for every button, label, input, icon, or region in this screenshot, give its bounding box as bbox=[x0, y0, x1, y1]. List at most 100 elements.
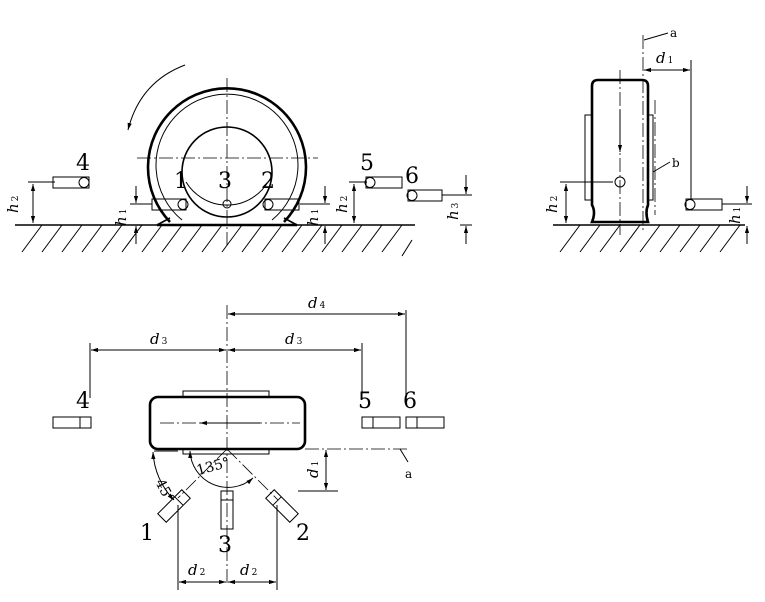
label-a-side: a bbox=[670, 26, 677, 40]
dim-d1-top-sub: 1 bbox=[311, 461, 321, 467]
dim-d2-left-sub: 2 bbox=[200, 568, 206, 578]
label-point-4-front: 4 bbox=[76, 151, 90, 176]
angle-label-135: 135° bbox=[195, 455, 232, 479]
svg-text:d2: d2 bbox=[188, 561, 205, 579]
dim-h2-left-sub: 2 bbox=[11, 196, 21, 202]
leader-b bbox=[652, 161, 671, 173]
dim-d3-left-sub: 3 bbox=[162, 337, 168, 347]
dim-h1-side-sub: 1 bbox=[733, 207, 743, 213]
dim-h2-right-sub: 2 bbox=[340, 196, 350, 202]
svg-text:d1: d1 bbox=[304, 461, 322, 478]
svg-text:d2: d2 bbox=[240, 561, 257, 579]
dim-d1-side-sub: 1 bbox=[668, 56, 674, 66]
dim-d4-letter: d bbox=[308, 294, 318, 312]
dim-h1-right-sub: 1 bbox=[311, 209, 321, 215]
dim-d4-sub: 4 bbox=[320, 301, 326, 311]
side-left-flange bbox=[584, 114, 593, 201]
dim-h3-letter: h bbox=[444, 210, 462, 220]
sensor-5-top bbox=[361, 416, 401, 429]
sensor-6-front bbox=[406, 189, 443, 202]
svg-text:h2: h2 bbox=[543, 196, 561, 213]
label-point-6-top: 6 bbox=[403, 389, 417, 414]
svg-text:h1: h1 bbox=[726, 207, 744, 224]
sensor-arc bbox=[185, 181, 269, 206]
sensor-6-top bbox=[405, 416, 445, 429]
sensor-3-front bbox=[222, 199, 232, 209]
svg-text:h2: h2 bbox=[4, 196, 22, 213]
angle-arc-135 bbox=[188, 450, 254, 488]
svg-text:d4: d4 bbox=[308, 294, 326, 312]
rotation-arrow bbox=[127, 64, 186, 131]
leader-a-top bbox=[399, 448, 409, 463]
dim-d3-left-letter: d bbox=[150, 330, 160, 348]
dim-h3-sub: 3 bbox=[451, 202, 461, 208]
dim-d1-top: d1 bbox=[298, 450, 338, 492]
leader-a-side bbox=[643, 32, 669, 41]
top-terminal-box bbox=[182, 390, 270, 398]
dim-h2-side: h2 bbox=[543, 181, 613, 223]
sensor-2-front bbox=[262, 198, 300, 211]
label-point-1-top: 1 bbox=[140, 521, 154, 546]
side-motor-body bbox=[590, 78, 650, 224]
sensor-4-top bbox=[52, 416, 92, 429]
side-sensor-point bbox=[614, 176, 626, 188]
label-point-5-front: 5 bbox=[360, 151, 374, 176]
sensor-4-front bbox=[52, 176, 90, 189]
angle-arc-45 bbox=[151, 451, 175, 501]
dim-h2-right: h2 bbox=[333, 181, 367, 223]
side-right-flange bbox=[647, 114, 654, 201]
dim-h2-side-letter: h bbox=[543, 203, 561, 213]
dim-h2-side-sub: 2 bbox=[550, 196, 560, 202]
dim-d3-right-letter: d bbox=[285, 330, 295, 348]
motor-inner-contour bbox=[155, 93, 299, 221]
front-view: 4 1 3 2 5 6 h2 h1 h1 h2 bbox=[4, 64, 472, 257]
sensor-5-front bbox=[364, 176, 403, 189]
dim-h1-side: h1 bbox=[722, 186, 752, 244]
dim-d1-side-letter: d bbox=[656, 49, 666, 67]
svg-text:d1: d1 bbox=[656, 49, 673, 67]
dim-h1-left-letter: h bbox=[112, 216, 130, 226]
label-b: b bbox=[672, 156, 680, 170]
label-point-6-front: 6 bbox=[405, 164, 419, 189]
line-to-sensor-2 bbox=[226, 448, 279, 501]
dim-h2-left-letter: h bbox=[4, 203, 22, 213]
svg-text:h3: h3 bbox=[444, 202, 462, 220]
dim-h1-left-sub: 1 bbox=[119, 209, 129, 215]
label-a-top: a bbox=[405, 467, 412, 481]
svg-text:d3: d3 bbox=[150, 330, 168, 348]
label-point-2-top: 2 bbox=[296, 521, 310, 546]
sensor-3-top bbox=[220, 490, 234, 530]
label-point-3-front: 3 bbox=[218, 169, 232, 194]
dim-h1-right: h1 bbox=[300, 186, 330, 244]
dim-d2-right-sub: 2 bbox=[252, 568, 258, 578]
svg-text:h2: h2 bbox=[333, 196, 351, 213]
svg-text:h1: h1 bbox=[112, 209, 130, 226]
dim-d2-right-letter: d bbox=[240, 561, 250, 579]
svg-text:d3: d3 bbox=[285, 330, 303, 348]
dim-h1-right-letter: h bbox=[304, 216, 322, 226]
side-ground-hatch bbox=[559, 224, 741, 253]
foot-right bbox=[283, 217, 298, 226]
dim-h1-left: h1 bbox=[112, 186, 152, 244]
dim-h3: h3 bbox=[442, 175, 472, 244]
label-point-5-top: 5 bbox=[358, 389, 372, 414]
foot-left bbox=[156, 217, 171, 226]
dim-d3-right-sub: 3 bbox=[297, 337, 303, 347]
dim-h2-left: h2 bbox=[4, 181, 55, 223]
dim-h1-side-letter: h bbox=[726, 214, 744, 224]
dim-d2-left-letter: d bbox=[188, 561, 198, 579]
angle-label-45: 45° bbox=[151, 476, 177, 505]
dim-h2-right-letter: h bbox=[333, 203, 351, 213]
dim-d1-top-letter: d bbox=[304, 468, 322, 478]
label-point-2-front: 2 bbox=[261, 169, 275, 194]
side-sensor-bottom bbox=[684, 198, 723, 211]
label-point-3-top: 3 bbox=[218, 533, 232, 558]
